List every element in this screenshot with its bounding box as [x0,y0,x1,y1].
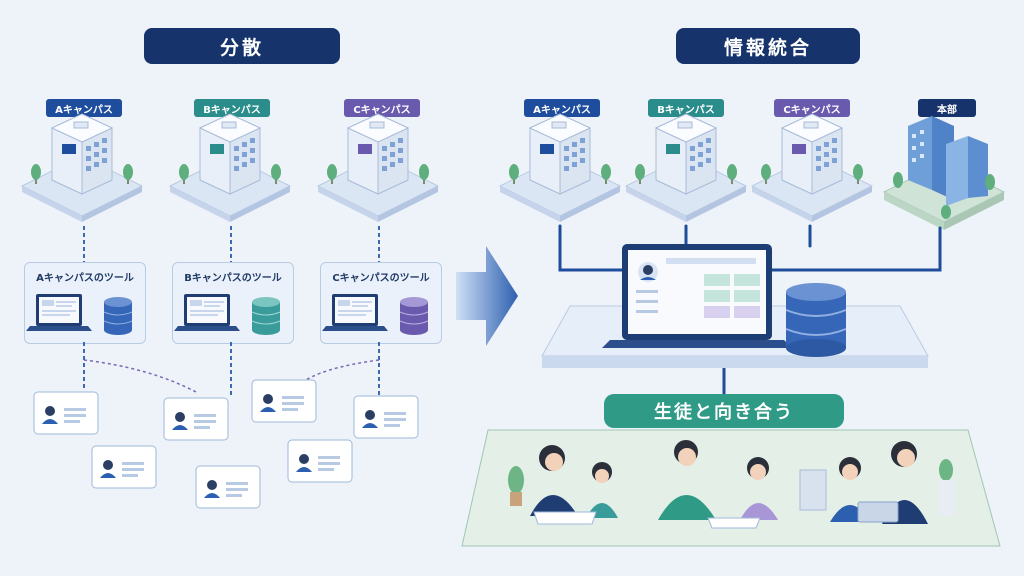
db-a [103,297,133,335]
right-hq-badge: 本部 [918,99,976,117]
student-card [163,397,229,441]
right-building-c [751,113,873,223]
left-building-c [317,113,439,223]
student-card [251,379,317,423]
left-campus-c-badge: Cキャンパス [344,99,420,117]
right-campus-b-badge: Bキャンパス [648,99,724,117]
left-building-b [169,113,291,223]
left-building-a [21,113,143,223]
db-b [251,297,281,335]
right-title: 情報統合 [676,28,860,64]
student-focus-label: 生徒と向き合う [604,394,844,428]
right-building-a [499,113,621,223]
classroom-panel [461,429,1001,547]
left-title: 分散 [144,28,340,64]
student-card [195,465,261,509]
tool-label-a: Aキャンパスのツール [36,273,134,284]
left-campus-b-badge: Bキャンパス [194,99,270,117]
student-card [287,439,353,483]
student-card [33,391,99,435]
transition-arrow [456,246,518,346]
tool-label-b: Bキャンパスのツール [184,273,282,284]
right-building-b [625,113,747,223]
integrated-laptop [602,244,792,348]
student-card [91,445,157,489]
right-campus-c-badge: Cキャンパス [774,99,850,117]
tool-label-c: Cキャンパスのツール [332,273,430,284]
db-c [399,297,429,335]
right-hq-building [882,116,1006,230]
student-card [353,395,419,439]
right-campus-a-badge: Aキャンパス [524,99,600,117]
integrated-database [785,283,847,357]
left-campus-a-badge: Aキャンパス [46,99,122,117]
